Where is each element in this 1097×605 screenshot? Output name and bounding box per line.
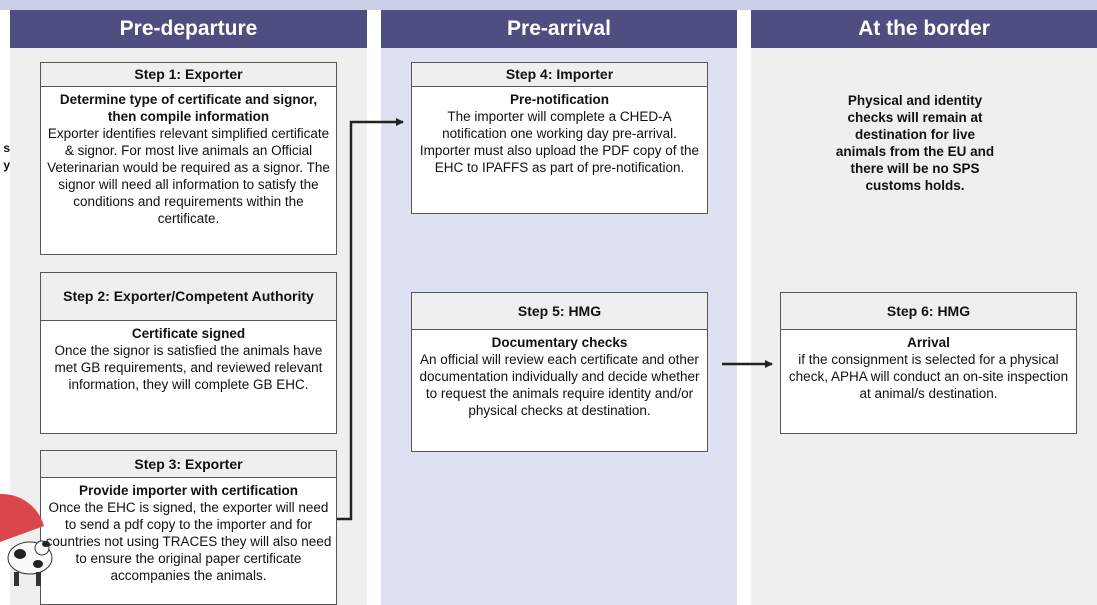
step-subtitle: Arrival	[907, 335, 950, 350]
step-description: Exporter identifies relevant simplified …	[47, 126, 330, 226]
step-body: Pre-notification The importer will compl…	[412, 87, 707, 176]
step-body: Determine type of certificate and signor…	[41, 87, 336, 227]
step-6-box: Step 6: HMG Arrival if the consignment i…	[780, 292, 1077, 434]
step-5-box: Step 5: HMG Documentary checks An offici…	[411, 292, 708, 452]
step-description: The importer will complete a CHED-A noti…	[419, 109, 700, 175]
step-body: Certificate signed Once the signor is sa…	[41, 321, 336, 393]
step-2-box: Step 2: Exporter/Competent Authority Cer…	[40, 272, 337, 434]
step-title: Step 5: HMG	[412, 293, 707, 330]
step-title: Step 1: Exporter	[41, 63, 336, 87]
step-subtitle: Documentary checks	[491, 335, 628, 350]
step-3-box: Step 3: Exporter Provide importer with c…	[40, 450, 337, 605]
column-header: Pre-arrival	[381, 10, 737, 48]
step-subtitle: Provide importer with certification	[78, 483, 299, 498]
clipped-edge-text-line: s	[3, 141, 10, 155]
step-description: if the consignment is selected for a phy…	[788, 352, 1069, 401]
top-band	[0, 0, 1097, 10]
step-description: Once the signor is satisfied the animals…	[54, 343, 323, 392]
step-body: Provide importer with certification Once…	[41, 478, 336, 584]
step-subtitle: Determine type of certificate and signor…	[59, 92, 318, 124]
step-subtitle: Certificate signed	[131, 326, 246, 341]
step-description: An official will review each certificate…	[419, 352, 700, 418]
clipped-edge-text-line: y	[3, 158, 10, 172]
step-description: Once the EHC is signed, the exporter wil…	[45, 500, 332, 583]
step-body: Documentary checks An official will revi…	[412, 330, 707, 419]
step-4-box: Step 4: Importer Pre-notification The im…	[411, 62, 708, 214]
arrow-step3-to-step4	[337, 118, 404, 521]
step-subtitle: Pre-notification	[509, 92, 609, 107]
step-title: Step 3: Exporter	[41, 451, 336, 478]
step-body: Arrival if the consignment is selected f…	[781, 330, 1076, 402]
step-title: Step 4: Importer	[412, 63, 707, 87]
step-title: Step 2: Exporter/Competent Authority	[41, 273, 336, 321]
step-1-box: Step 1: Exporter Determine type of certi…	[40, 62, 337, 255]
border-note: Physical and identity checks will remain…	[835, 93, 995, 193]
clipped-edge-text: s y	[0, 140, 10, 174]
step-title: Step 6: HMG	[781, 293, 1076, 330]
cow-stamp-icon	[0, 493, 53, 586]
column-header: At the border	[751, 10, 1097, 48]
column-header: Pre-departure	[10, 10, 367, 48]
